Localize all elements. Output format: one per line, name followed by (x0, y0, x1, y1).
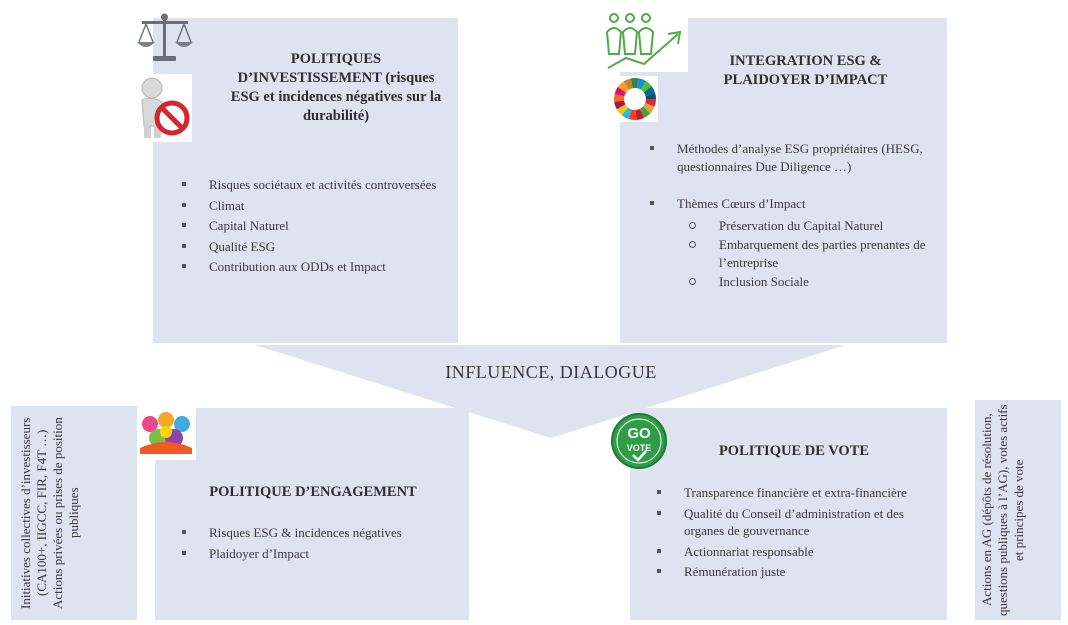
ag-actions-panel (975, 400, 1061, 620)
list-item: Transparence financière et extra-financi… (655, 484, 940, 502)
list-item: Capital Naturel (180, 217, 450, 235)
list-item-label: Thèmes Cœurs d’Impact (677, 196, 806, 211)
list-item: Climat (180, 197, 450, 215)
list-item: Risques sociétaux et activités controver… (180, 176, 450, 194)
list-item: Thèmes Cœurs d’Impact Préservation du Ca… (648, 195, 940, 291)
voting-policy-title: POLITIQUE DE VOTE (718, 443, 870, 459)
community-hands-icon (136, 408, 196, 460)
list-item: Actionnariat responsable (655, 543, 940, 561)
list-item: Méthodes d’analyse ESG propriétaires (HE… (648, 140, 940, 175)
investment-policies-title: POLITIQUES D’INVESTISSEMENT (risques ESG… (230, 51, 442, 124)
list-item: Qualité du Conseil d’administration et d… (655, 505, 940, 540)
go-vote-line2: VOTE (627, 443, 652, 453)
investment-policies-list: Risques sociétaux et activités controver… (180, 176, 450, 279)
list-item: Rémunération juste (655, 563, 940, 581)
voting-policy-panel (630, 408, 947, 620)
esg-integration-list: Méthodes d’analyse ESG propriétaires (HE… (648, 140, 940, 294)
collective-initiatives-text: Initiatives collectives d’investisseurs … (18, 417, 81, 609)
voting-policy-list: Transparence financière et extra-financi… (655, 484, 940, 584)
go-vote-badge-icon: GO VOTE (611, 413, 667, 469)
list-item: Qualité ESG (180, 238, 450, 256)
sub-list-item: Embarquement des parties prenantes de l’… (677, 236, 940, 271)
people-growth-icon (604, 10, 688, 72)
go-vote-line1: GO (627, 425, 651, 442)
influence-dialogue-label: INFLUENCE, DIALOGUE (445, 362, 657, 382)
sub-list: Préservation du Capital Naturel Embarque… (677, 217, 940, 291)
sub-list-item: Inclusion Sociale (677, 273, 940, 291)
sub-list-item: Préservation du Capital Naturel (677, 217, 940, 235)
investment-policies-panel (153, 18, 458, 343)
list-item: Contribution aux ODDs et Impact (180, 258, 450, 276)
engagement-policy-list: Risques ESG & incidences négatives Plaid… (180, 524, 465, 565)
collective-initiatives-panel (11, 406, 137, 620)
prohibited-person-icon (134, 74, 192, 142)
scales-icon (137, 13, 193, 61)
sdg-wheel-icon (612, 76, 658, 122)
esg-integration-panel (620, 18, 947, 343)
engagement-policy-title: POLITIQUE D’ENGAGEMENT (209, 484, 417, 500)
list-item: Plaidoyer d’Impact (180, 545, 465, 563)
list-item: Risques ESG & incidences négatives (180, 524, 465, 542)
ag-actions-text: Actions en AG (dépôts de résolution, que… (979, 404, 1026, 616)
esg-integration-title: INTEGRATION ESG & PLAIDOYER D’IMPACT (723, 53, 888, 88)
engagement-policy-panel (155, 408, 469, 620)
